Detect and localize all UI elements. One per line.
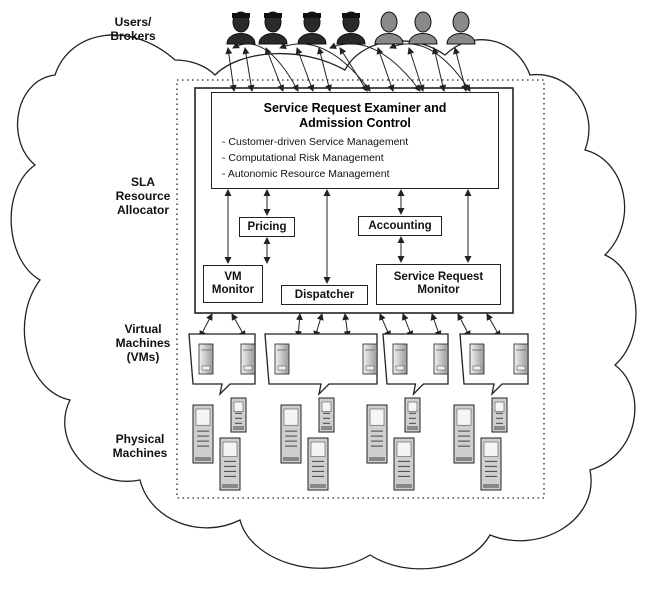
user-icon xyxy=(297,11,327,45)
cross-arrow xyxy=(389,42,471,92)
service-request-monitor-box: Service Request Monitor xyxy=(376,264,501,305)
double-arrow xyxy=(430,313,442,338)
server-icon xyxy=(198,343,214,375)
user-icon xyxy=(374,11,404,45)
double-arrow xyxy=(295,313,303,338)
double-arrow xyxy=(457,313,471,338)
physical-machine-icon xyxy=(307,437,329,491)
users-group xyxy=(226,11,476,45)
physical-machine-icon xyxy=(366,404,388,464)
physical-machine-group xyxy=(280,397,335,491)
physical-machine-group xyxy=(192,397,247,491)
vm-monitor-box: VM Monitor xyxy=(203,265,263,303)
service-request-monitor-label: Service Request Monitor xyxy=(393,271,484,296)
dispatcher-label: Dispatcher xyxy=(294,289,355,301)
vm-callout xyxy=(264,333,378,396)
user-icon xyxy=(258,11,288,45)
double-arrow xyxy=(313,313,324,338)
users-brokers-label: Users/ Brokers xyxy=(110,15,156,43)
user-icon xyxy=(336,11,366,45)
connector-lines xyxy=(199,42,501,338)
double-arrow xyxy=(342,313,351,338)
vm-group xyxy=(188,333,256,396)
server-icon xyxy=(274,343,290,375)
physical-machine-icon xyxy=(280,404,302,464)
physical-machine-icon xyxy=(404,397,421,433)
user-icon xyxy=(446,11,476,45)
accounting-label: Accounting xyxy=(368,220,432,232)
vm-group xyxy=(264,333,378,396)
physical-machine-icon xyxy=(230,397,247,433)
server-icon xyxy=(362,343,378,375)
accounting-box: Accounting xyxy=(358,216,442,236)
virtual-machines-label: Virtual Machines (VMs) xyxy=(115,322,171,364)
vm-monitor-label: VM Monitor xyxy=(211,271,255,296)
server-icon xyxy=(240,343,256,375)
physical-machines-label: Physical Machines xyxy=(112,432,168,460)
physical-machine-icon xyxy=(318,397,335,433)
sla-resource-allocator-label: SLA Resource Allocator xyxy=(115,175,171,217)
double-arrow xyxy=(401,313,414,338)
physical-machine-group xyxy=(366,397,421,491)
pricing-label: Pricing xyxy=(247,221,287,233)
server-icon xyxy=(433,343,449,375)
server-icon xyxy=(469,343,485,375)
physical-machine-icon xyxy=(219,437,241,491)
physical-machine-icon xyxy=(393,437,415,491)
vm-group xyxy=(382,333,449,396)
vm-groups xyxy=(188,333,529,396)
physical-machine-group xyxy=(453,397,508,491)
server-icon xyxy=(392,343,408,375)
examiner-item: Autonomic Resource Management xyxy=(222,166,498,182)
physical-machine-icon xyxy=(491,397,508,433)
physical-machines-group xyxy=(192,397,508,491)
examiner-item: Computational Risk Management xyxy=(222,150,498,166)
service-request-examiner-box: Service Request Examiner and Admission C… xyxy=(211,92,499,189)
dispatcher-box: Dispatcher xyxy=(281,285,368,305)
server-icon xyxy=(513,343,529,375)
user-icon xyxy=(408,11,438,45)
vm-group xyxy=(459,333,529,396)
user-icon xyxy=(226,11,256,45)
physical-machine-icon xyxy=(453,404,475,464)
double-arrow xyxy=(486,313,501,338)
pricing-box: Pricing xyxy=(239,217,295,237)
examiner-title: Service Request Examiner and Admission C… xyxy=(263,101,447,130)
double-arrow xyxy=(199,313,213,338)
double-arrow xyxy=(379,313,391,338)
physical-machine-icon xyxy=(192,404,214,464)
examiner-list: Customer-driven Service Management Compu… xyxy=(222,134,498,182)
double-arrow xyxy=(231,313,246,338)
examiner-item: Customer-driven Service Management xyxy=(222,134,498,150)
physical-machine-icon xyxy=(480,437,502,491)
